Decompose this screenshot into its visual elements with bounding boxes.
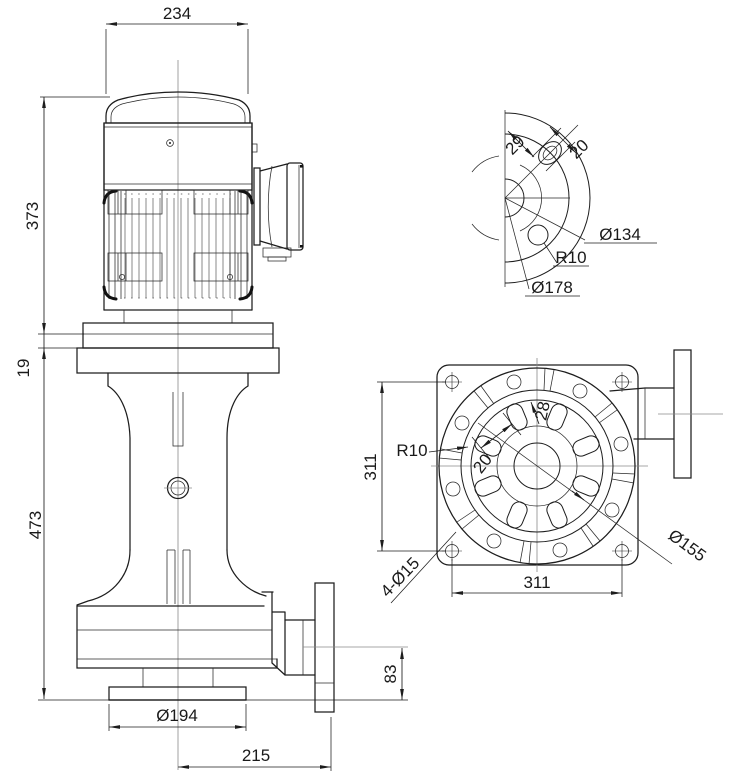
ring-holes [445,374,629,558]
dim-slot-radius-detail: R10 [555,248,586,267]
front-view [76,60,408,770]
casing-outer-circle [438,367,636,565]
base-flange [108,686,247,701]
corner-holes [442,372,632,561]
front-outlet-flange [314,582,335,713]
volute-casing [76,591,286,676]
center-bore [513,442,561,490]
dim-bolt-span-vertical: 311 [361,453,380,480]
separation-plate [76,347,280,374]
dim-slot-length: 28 [531,400,554,422]
dim-bolt-circle: Ø134 [599,225,641,244]
dim-base-diameter: Ø194 [156,706,198,725]
ring-ribs [438,367,636,565]
dim-outlet-projection: 215 [242,746,270,765]
dim-slot-circle-diameter: Ø155 [665,526,710,566]
dim-motor-height: 373 [23,202,42,230]
junction-box [253,162,304,262]
dim-corner-radius: R10 [396,441,427,460]
motor-cap [105,91,251,124]
front-outlet [284,582,408,713]
band-screw [166,139,174,147]
top-flange [436,364,639,566]
motor-clamps [107,189,249,282]
motor-fins [124,193,231,299]
pump-base [108,668,247,701]
detail-view: 29 20 Ø134 R10 Ø178 [471,110,657,297]
detail-hole [527,224,549,246]
front-view-dimensions: 234 373 19 473 Ø194 215 83 [14,4,408,771]
motor-side-channels [102,122,254,311]
pump-column [76,372,267,606]
dim-pump-height: 473 [26,511,45,539]
dim-outer-diameter: Ø178 [531,278,573,297]
dim-slot-position: 29 [502,132,529,159]
dim-adapter-thickness: 19 [14,359,33,378]
top-outlet [609,349,723,479]
dim-corner-holes: 4-Ø15 [377,554,423,601]
dim-slot-width-top: 20 [469,450,496,477]
dim-bolt-span-horizontal: 311 [523,573,550,592]
dim-slot-width-detail: 20 [566,136,593,163]
detail-outer-arc [504,112,591,284]
top-view: 311 311 Ø155 20 28 R10 4-Ø15 [361,349,723,604]
dim-outlet-height: 83 [381,665,400,684]
dim-width-top: 234 [163,4,191,23]
